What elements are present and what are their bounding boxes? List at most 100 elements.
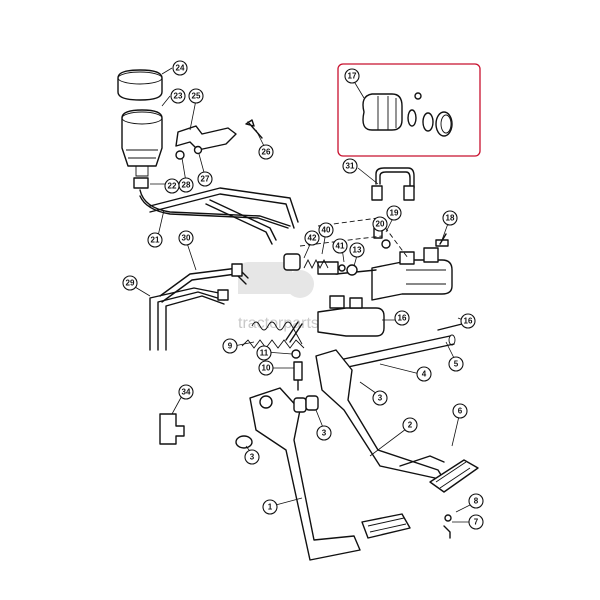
callout-2: 2: [402, 417, 418, 433]
small-washer-part: [414, 92, 422, 100]
svg-text:18: 18: [446, 214, 455, 223]
bushing-lower-part: [235, 435, 253, 449]
svg-text:9: 9: [228, 342, 233, 351]
reservoir-hose-part: [139, 189, 291, 229]
callout-41: 41: [332, 238, 348, 254]
svg-text:34: 34: [182, 388, 191, 397]
callout-18: 18: [442, 210, 458, 226]
callout-11: 11: [256, 345, 272, 361]
nut-11-part: [291, 349, 301, 359]
clutch-pedal-arm: [249, 387, 361, 561]
spring-clip-part: [444, 514, 452, 522]
svg-text:16: 16: [464, 317, 473, 326]
callout-31: 31: [342, 158, 358, 174]
washer-part: [193, 145, 203, 155]
callout-3b: 3: [316, 425, 332, 441]
clutch-pedal-pad: [361, 513, 411, 539]
reservoir-body-part: [121, 109, 163, 167]
svg-text:21: 21: [151, 236, 160, 245]
svg-text:23: 23: [174, 92, 183, 101]
fitting-34: [159, 413, 185, 445]
callout-26: 26: [258, 144, 274, 160]
callout-3a: 3: [372, 390, 388, 406]
svg-text:2: 2: [408, 421, 413, 430]
svg-text:30: 30: [182, 234, 191, 243]
seal-kit-inset: [337, 63, 481, 157]
callout-16a: 16: [394, 310, 410, 326]
svg-text:3: 3: [322, 429, 327, 438]
pedal-link-part: [399, 455, 445, 467]
svg-text:13: 13: [353, 246, 362, 255]
callout-1: 1: [262, 499, 278, 515]
svg-text:19: 19: [390, 209, 399, 218]
bushing-part: [293, 397, 307, 413]
callout-3c: 3: [244, 449, 260, 465]
switch-part: [159, 413, 185, 445]
callout-10: 10: [258, 360, 274, 376]
shaft-assembly: [329, 323, 463, 371]
svg-text:20: 20: [376, 220, 385, 229]
svg-text:8: 8: [474, 497, 479, 506]
lower-cylinder-body: [317, 307, 385, 337]
svg-text:27: 27: [201, 175, 210, 184]
callout-8: 8: [468, 493, 484, 509]
spring-41-part: [303, 258, 329, 270]
callout-9: 9: [222, 338, 238, 354]
svg-text:16: 16: [398, 314, 407, 323]
cross-shaft-part: [329, 335, 455, 371]
callout-5: 5: [448, 356, 464, 372]
copper-washer-part: [381, 239, 391, 249]
pipe-30-part: [159, 267, 249, 303]
svg-text:5: 5: [454, 360, 459, 369]
cotter-pin-part: [443, 525, 451, 539]
svg-text:4: 4: [422, 370, 427, 379]
svg-text:10: 10: [262, 364, 271, 373]
svg-text:17: 17: [348, 72, 357, 81]
svg-text:7: 7: [474, 518, 479, 527]
callout-19: 19: [386, 205, 402, 221]
small-parts: [283, 253, 358, 276]
snap-ring-part: [435, 111, 453, 137]
callout-30: 30: [178, 230, 194, 246]
spring-bolt: [241, 339, 305, 391]
pipe-lines: [149, 263, 249, 351]
seal-ring-part: [407, 109, 417, 127]
callout-40: 40: [318, 222, 334, 238]
callout-28: 28: [178, 177, 194, 193]
brake-pedal-arm: [315, 349, 445, 481]
svg-text:29: 29: [126, 279, 135, 288]
leader-lines: [129, 67, 477, 523]
callout-6: 6: [452, 403, 468, 419]
master-cylinder-lower: [251, 295, 385, 345]
svg-text:25: 25: [192, 92, 201, 101]
svg-text:3: 3: [250, 453, 255, 462]
spring-9-part: [241, 339, 305, 349]
callout-34: 34: [178, 384, 194, 400]
callout-7: 7: [468, 514, 484, 530]
callout-42: 42: [304, 230, 320, 246]
svg-text:26: 26: [262, 148, 271, 157]
svg-text:3: 3: [378, 394, 383, 403]
callout-23: 23: [170, 88, 186, 104]
watermark-logo-icon: [238, 262, 314, 298]
bolt-10-part: [293, 361, 303, 391]
svg-text:24: 24: [176, 64, 185, 73]
callout-13: 13: [349, 242, 365, 258]
brake-pedal-pad: [429, 459, 479, 493]
piston-part: [283, 253, 301, 271]
cup-seal-part: [422, 112, 434, 132]
reservoir-fitting-part: [133, 177, 149, 189]
master-cylinder-upper: [317, 167, 453, 301]
return-spring-part: [251, 321, 303, 345]
pipe-29-part: [149, 287, 225, 351]
reservoir-cap-part: [117, 69, 163, 101]
callout-22: 22: [164, 178, 180, 194]
seal-kit-inset-frame: [337, 63, 481, 157]
seal-13-part: [346, 264, 358, 276]
svg-text:1: 1: [268, 503, 273, 512]
pin-5-part: [437, 323, 463, 331]
svg-text:42: 42: [308, 234, 317, 243]
callout-27: 27: [197, 171, 213, 187]
pipe-31-part: [375, 167, 415, 189]
